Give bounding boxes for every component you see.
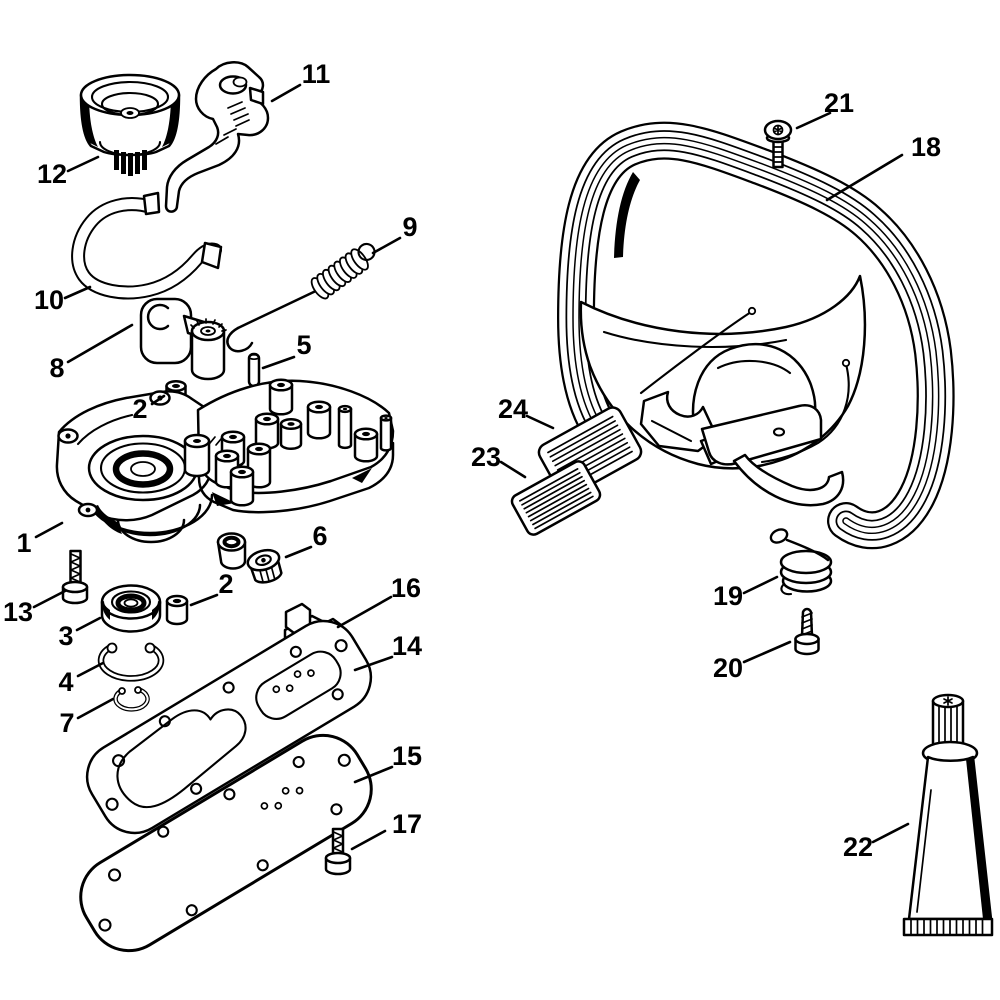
part-15-cover-plate bbox=[79, 733, 373, 953]
callout-7-leader-7 bbox=[76, 697, 115, 720]
callout-18-leader-18 bbox=[825, 153, 904, 202]
callout-14-label-14: 14 bbox=[392, 631, 422, 661]
part-17-screw bbox=[324, 827, 352, 876]
part-7-snap-ring-small bbox=[113, 686, 150, 712]
part-14-gasket bbox=[85, 619, 373, 835]
callout-18-label-18: 18 bbox=[911, 132, 941, 162]
part-1-gear-housing bbox=[55, 378, 395, 570]
callout-17-leader-17 bbox=[350, 829, 387, 851]
callout-9-label-9: 9 bbox=[402, 212, 417, 242]
callout-1-label-0: 1 bbox=[16, 528, 31, 558]
callout-12-leader-12 bbox=[66, 155, 100, 173]
callout-20-leader-20 bbox=[742, 640, 792, 664]
callout-4-leader-4 bbox=[76, 661, 105, 678]
callout-7-label-7: 7 bbox=[59, 708, 74, 738]
callout-23-leader-23 bbox=[499, 460, 527, 479]
callout-17-label-17: 17 bbox=[392, 809, 422, 839]
callout-5-label-5: 5 bbox=[296, 330, 311, 360]
part-5-pin bbox=[247, 352, 261, 388]
part-19-torsion-spring bbox=[769, 528, 833, 596]
callout-10-leader-10 bbox=[63, 285, 92, 300]
part-22-grease-tube bbox=[902, 693, 994, 937]
part-3-bearing bbox=[100, 584, 162, 633]
callout-10-label-10: 10 bbox=[34, 285, 64, 315]
part-18-loop-handle bbox=[576, 141, 936, 531]
part-9-tension-spring bbox=[226, 242, 376, 353]
callout-15-leader-15 bbox=[353, 765, 394, 784]
callout-24-label-24: 24 bbox=[498, 394, 528, 424]
part-13-screw bbox=[61, 549, 89, 605]
part-8-lever-block bbox=[139, 297, 227, 381]
part-10-clamp-band bbox=[78, 191, 223, 292]
callout-6-label-6: 6 bbox=[312, 521, 327, 551]
callout-11-leader-11 bbox=[270, 83, 302, 103]
callout-2-leader-2 bbox=[189, 593, 219, 607]
part-11-lever-arm bbox=[164, 61, 270, 213]
callout-3-label-3: 3 bbox=[58, 621, 73, 651]
callout-6-leader-6 bbox=[284, 545, 313, 559]
callout-2-leader-1 bbox=[150, 394, 166, 406]
callout-14-leader-14 bbox=[353, 655, 394, 672]
callout-13-label-13: 13 bbox=[3, 597, 33, 627]
callout-20-label-20: 20 bbox=[713, 653, 743, 683]
callout-22-leader-22 bbox=[871, 822, 910, 844]
housing-studs bbox=[214, 378, 393, 507]
callout-9-leader-9 bbox=[371, 236, 402, 255]
callout-23-label-23: 23 bbox=[471, 442, 501, 472]
callout-5-leader-5 bbox=[261, 355, 296, 370]
callout-11-label-11: 11 bbox=[302, 59, 331, 89]
callout-3-leader-3 bbox=[75, 616, 102, 632]
callout-15-label-15: 15 bbox=[392, 741, 422, 771]
callout-22-label-22: 22 bbox=[843, 832, 873, 862]
callout-4-label-4: 4 bbox=[58, 667, 73, 697]
part-6-plug bbox=[246, 548, 283, 584]
callout-8-label-8: 8 bbox=[49, 353, 64, 383]
callout-21-leader-21 bbox=[795, 111, 832, 130]
callout-13-leader-13 bbox=[32, 589, 67, 609]
part-4-snap-ring bbox=[97, 642, 165, 682]
callout-19-label-19: 19 bbox=[713, 581, 743, 611]
part-23-pad-small bbox=[510, 460, 602, 536]
callout-24-leader-24 bbox=[525, 414, 555, 430]
callout-16-label-16: 16 bbox=[391, 573, 421, 603]
part-12-drum-cup bbox=[79, 73, 181, 176]
callout-12-label-12: 12 bbox=[37, 159, 67, 189]
part-21-screw bbox=[763, 119, 793, 169]
callout-16-leader-16 bbox=[336, 595, 393, 629]
callout-8-leader-8 bbox=[66, 323, 134, 364]
callout-19-leader-19 bbox=[742, 575, 779, 595]
callout-21-label-21: 21 bbox=[824, 88, 854, 118]
callout-2-label-1: 2 bbox=[132, 394, 147, 424]
callout-1-leader-0 bbox=[34, 521, 64, 539]
part-20-screw bbox=[794, 607, 820, 656]
callout-2-label-2: 2 bbox=[218, 569, 233, 599]
part-2-spacer-lower bbox=[165, 594, 189, 626]
